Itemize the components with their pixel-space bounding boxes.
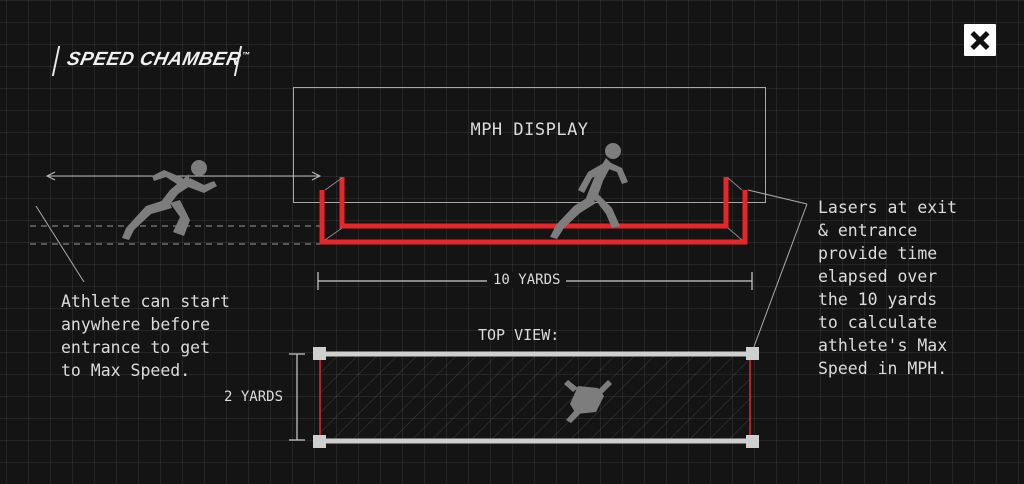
- athlete-pointer-line: [35, 205, 85, 283]
- laser-note-line: the 10 yards: [818, 290, 938, 309]
- laser-note: Lasers at exit & entrance provide time e…: [818, 196, 957, 380]
- athlete-note-line: Athlete can start: [61, 292, 230, 311]
- laser-note-line: elapsed over: [818, 267, 938, 286]
- mph-display-label: MPH DISPLAY: [470, 120, 589, 140]
- laser-note-line: & entrance: [818, 221, 918, 240]
- ten-yards-label: 10 YARDS: [487, 272, 567, 288]
- chamber-depth-lines: [324, 177, 743, 241]
- mph-display-box: MPH DISPLAY: [293, 87, 766, 203]
- athlete-note-line: entrance to get: [61, 338, 211, 357]
- laser-note-line: Speed in MPH.: [818, 359, 948, 378]
- runner-top-view-icon: [564, 380, 612, 423]
- runner-icon: [122, 160, 217, 240]
- laser-chamber-side-view: [319, 177, 748, 245]
- athlete-note: Athlete can start anywhere before entran…: [61, 290, 230, 382]
- laser-pointer-lines: [747, 189, 808, 353]
- athlete-note-line: to Max Speed.: [61, 361, 191, 380]
- two-yards-label: 2 YARDS: [224, 389, 284, 405]
- laser-note-line: provide time: [818, 244, 938, 263]
- start-range-arrow: [45, 171, 322, 181]
- laser-note-line: Lasers at exit: [818, 198, 958, 217]
- top-view-chamber: [313, 347, 759, 448]
- top-view-label: TOP VIEW:: [478, 326, 560, 344]
- close-icon[interactable]: [964, 24, 996, 56]
- two-yards-dimension: [289, 353, 305, 441]
- runner-icon: [550, 143, 628, 239]
- laser-note-line: to calculate: [818, 313, 938, 332]
- laser-note-line: athlete's Max: [818, 336, 948, 355]
- athlete-note-line: anywhere before: [61, 315, 211, 334]
